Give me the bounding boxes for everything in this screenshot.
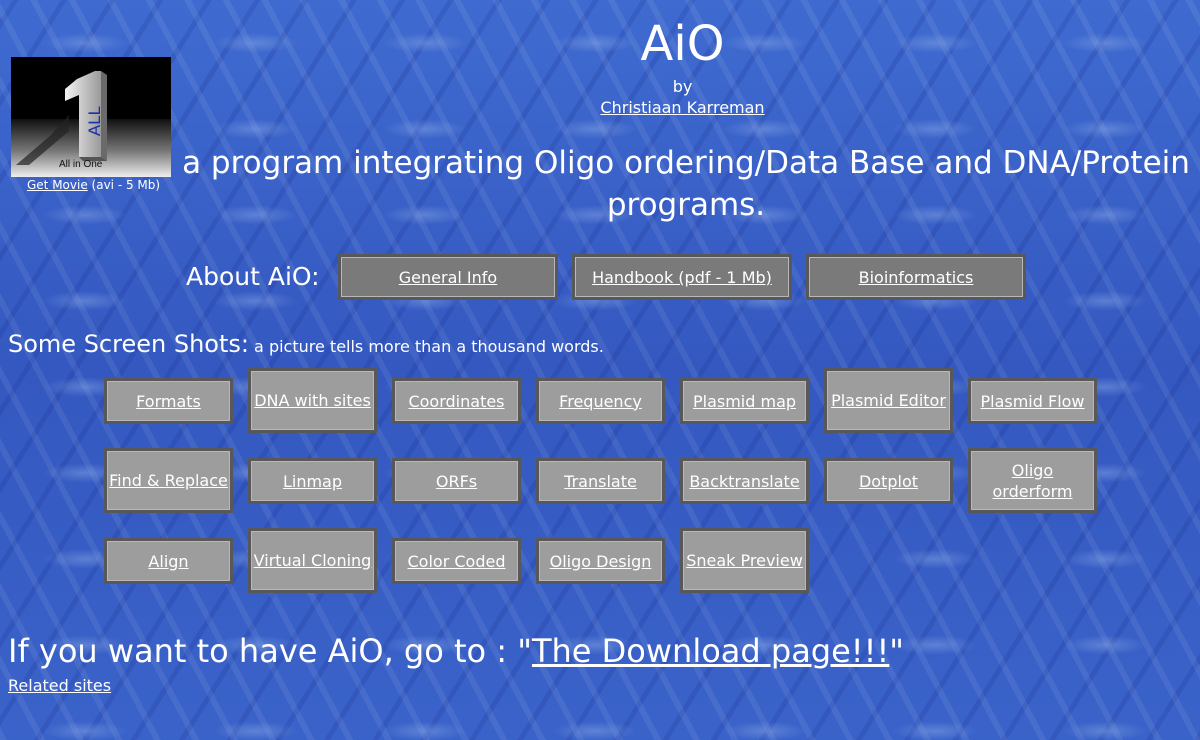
download-suffix: " [889,632,904,670]
screenshots-label: Some Screen Shots: a picture tells more … [8,330,604,358]
tagline: a program integrating Oligo ordering/Dat… [182,145,1190,223]
shot-linmap-button[interactable]: Linmap [248,458,377,504]
handbook-button[interactable]: Handbook (pdf - 1 Mb) [572,254,792,300]
shot-backtranslate-button[interactable]: Backtranslate [680,458,809,504]
shot-coordinates-button[interactable]: Coordinates [392,378,521,424]
download-page-link[interactable]: The Download page!!! [531,632,890,670]
screenshots-title: Some Screen Shots: [8,330,249,358]
shot-plasmid-editor-button[interactable]: Plasmid Editor [824,368,953,433]
page-title: AiO [640,16,725,72]
logo-text: ALL [85,105,104,137]
page-title-wrap: AiO [0,14,1200,74]
shot-oligo-design-button[interactable]: Oligo Design [536,538,665,584]
aio-logo: ALL All in One [11,57,171,177]
shot-plasmid-flow-button[interactable]: Plasmid Flow [968,378,1097,424]
shot-align-button[interactable]: Align [104,538,233,584]
shot-dna-with-sites-button[interactable]: DNA with sites [248,368,377,433]
shot-formats-button[interactable]: Formats [104,378,233,424]
download-prefix: If you want to have AiO, go to : " [8,632,532,670]
author-link[interactable]: Christiaan Karreman [600,98,765,117]
author-line: Christiaan Karreman [600,98,765,117]
shot-frequency-button[interactable]: Frequency [536,378,665,424]
movie-note: (avi - 5 Mb) [87,178,161,192]
shot-oligo-orderform-button[interactable]: Oligo orderform [968,448,1097,513]
shot-plasmid-map-button[interactable]: Plasmid map [680,378,809,424]
about-label: About AiO: [186,262,320,291]
movie-line: Get Movie (avi - 5 Mb) [27,178,160,192]
shot-translate-button[interactable]: Translate [536,458,665,504]
shot-dotplot-button[interactable]: Dotplot [824,458,953,504]
shot-virtual-cloning-button[interactable]: Virtual Cloning [248,528,377,593]
shot-color-coded-button[interactable]: Color Coded [392,538,521,584]
shot-orfs-button[interactable]: ORFs [392,458,521,504]
shot-sneak-preview-button[interactable]: Sneak Preview [680,528,809,593]
by-text: by [672,77,693,96]
logo-caption: All in One [59,159,103,170]
get-movie-link[interactable]: Get Movie [27,178,88,192]
general-info-button[interactable]: General Info [338,254,558,300]
shot-find-replace-button[interactable]: Find & Replace [104,448,233,513]
download-line: If you want to have AiO, go to : "The Do… [8,632,904,670]
screenshots-subtitle: a picture tells more than a thousand wor… [248,337,604,356]
related-sites-link[interactable]: Related sites [8,676,112,695]
bioinformatics-button[interactable]: Bioinformatics [806,254,1026,300]
